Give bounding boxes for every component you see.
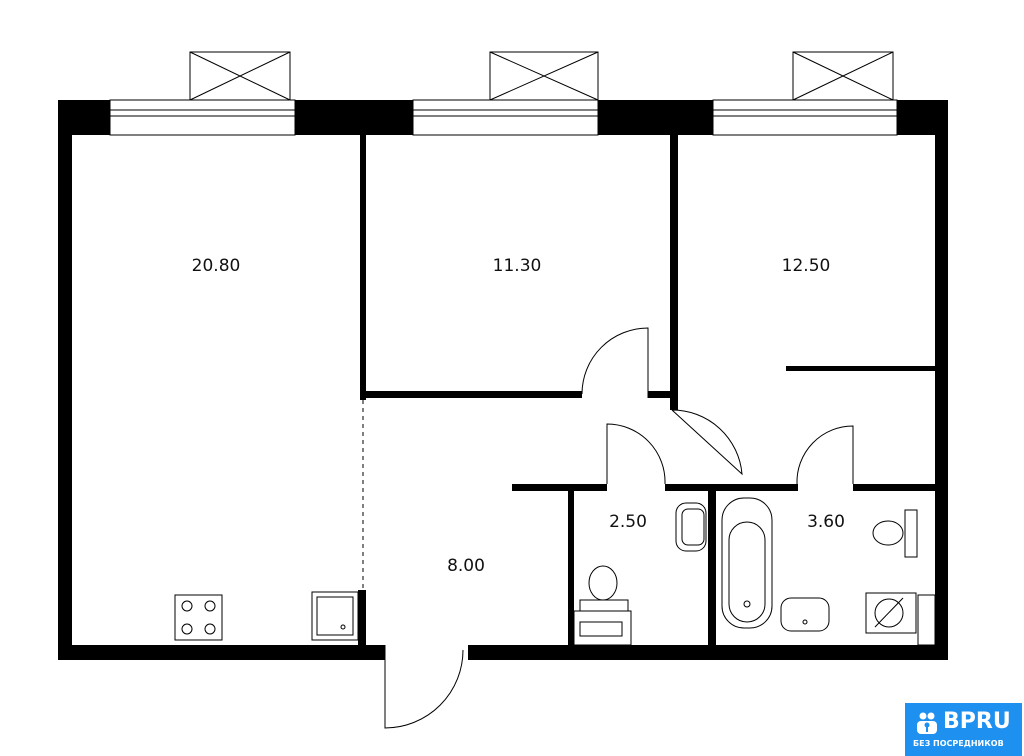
fixtures [174,497,936,646]
room-area-hallway: 8.00 [447,556,485,576]
walls [58,100,948,660]
room-area-bedroom-2: 12.50 [781,256,831,276]
room-area-bathroom: 3.60 [807,512,845,532]
people-key-icon [917,712,937,734]
logo-brand: BPRU [943,709,1011,734]
room-area-living: 20.80 [191,256,241,276]
room-area-toilet: 2.50 [609,512,647,532]
room-area-bedroom-1: 11.30 [492,256,542,276]
balconies [189,51,894,101]
windows [109,99,898,136]
doors [362,327,854,729]
logo-tagline: БЕЗ ПОСРЕДНИКОВ [913,739,1004,748]
bpru-logo: BPRU БЕЗ ПОСРЕДНИКОВ [905,703,1022,756]
